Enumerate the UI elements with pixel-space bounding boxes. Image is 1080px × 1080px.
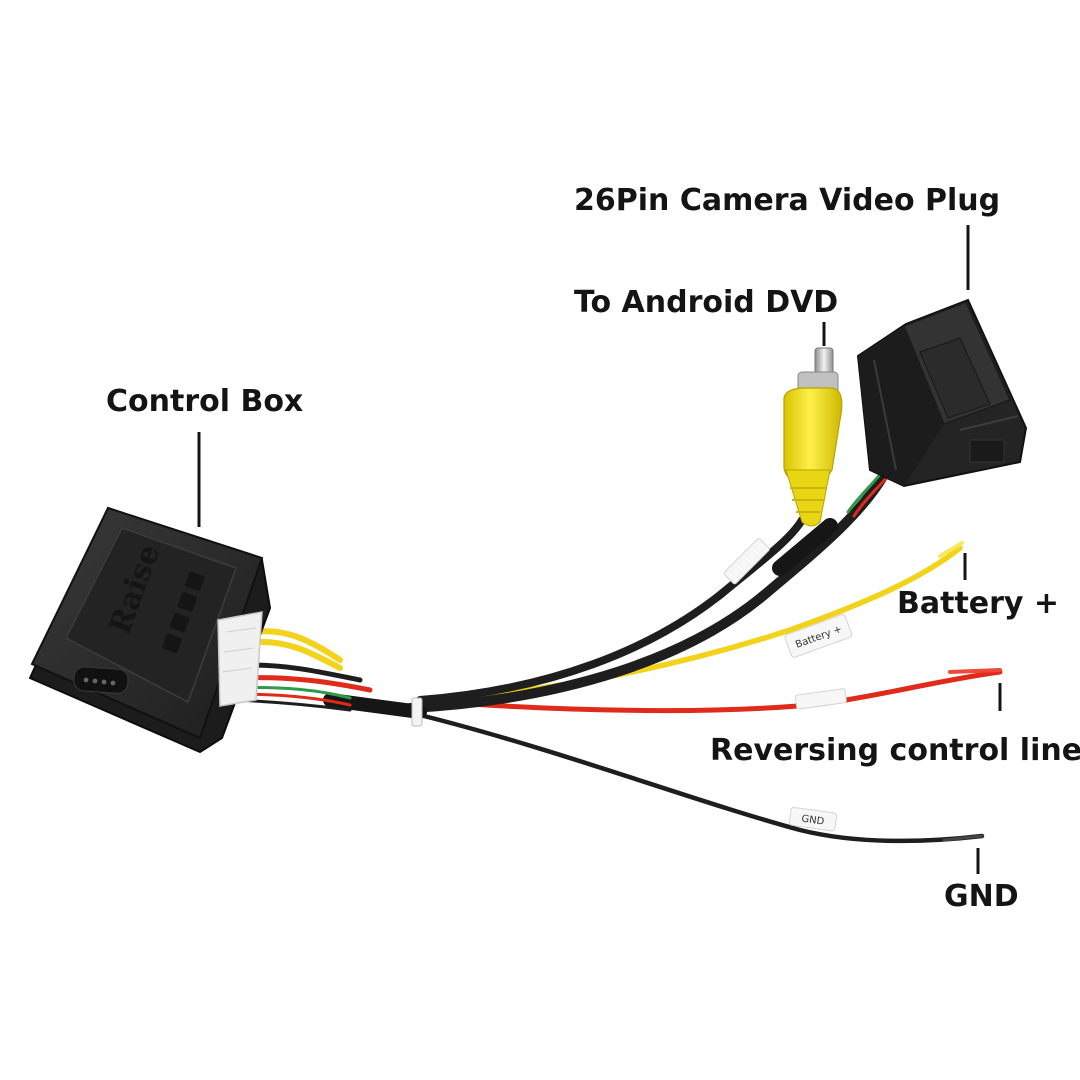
callout-reversing: Reversing control line [710,733,1080,768]
rca-plug [783,347,843,527]
gnd-wire [417,712,985,844]
callout-gnd: GND [944,879,1019,914]
callout-camera-plug: 26Pin Camera Video Plug [574,183,1001,218]
leader-lines [197,225,1002,874]
control-box: Raise [28,506,272,754]
camera-cable [405,470,889,713]
wire-tips [938,541,1002,842]
reversing-wire [437,669,1003,714]
callout-battery: Battery + [897,586,1060,621]
battery-wire [447,545,963,701]
rca-cable [416,516,806,704]
callout-android-dvd: To Android DVD [574,285,839,320]
wire-tag-gnd-text: GND [801,814,826,828]
wire-tag-gnd: GND [788,806,838,832]
wire-tag-reversing [794,688,847,710]
wire-tag-camera-cable [723,538,770,585]
callout-control-box: Control Box [106,384,304,419]
wires [233,470,1003,844]
camera-plug [856,298,1028,488]
